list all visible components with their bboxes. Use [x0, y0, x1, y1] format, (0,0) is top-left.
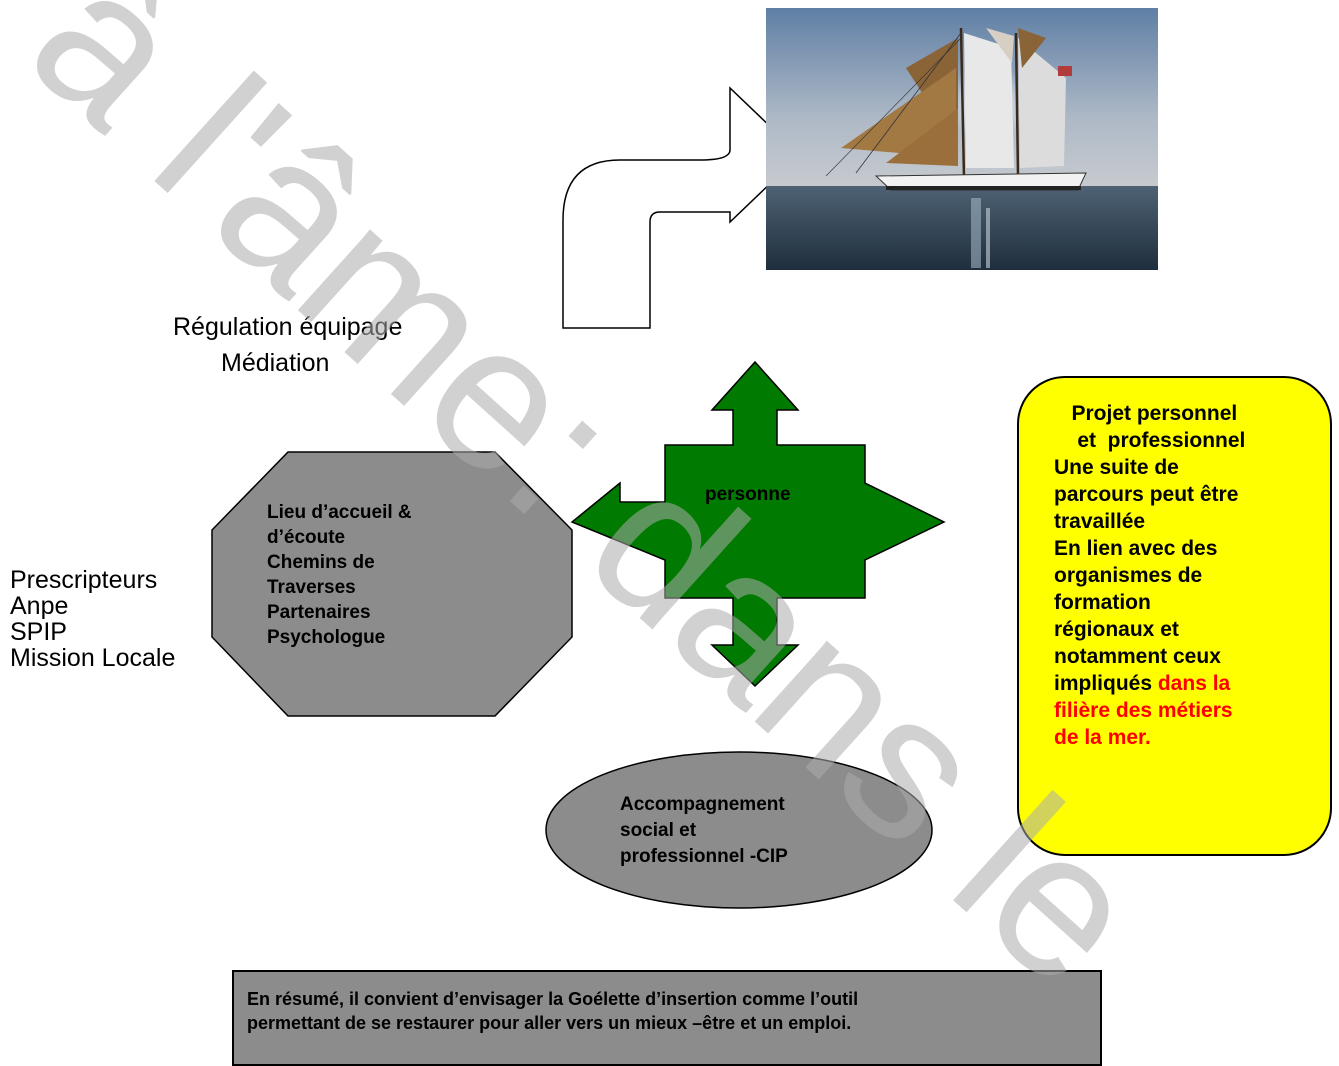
project-line: notamment ceux: [1054, 645, 1221, 668]
project-line: Projet personnel: [1054, 402, 1238, 425]
project-line-mixed: impliqués dans la: [1054, 670, 1245, 697]
prescribers-list: Prescripteurs Anpe SPIP Mission Locale: [10, 567, 175, 671]
project-line: et professionnel: [1054, 429, 1246, 452]
project-line: régionaux et: [1054, 618, 1179, 641]
project-line: travaillée: [1054, 510, 1146, 533]
summary-line: En résumé, il convient d’envisager la Go…: [247, 989, 859, 1009]
project-line: Une suite de: [1054, 456, 1179, 479]
schooner-photo: [766, 8, 1158, 270]
mediation-label: Médiation: [221, 349, 330, 377]
octagon-line: Partenaires: [267, 602, 371, 623]
prescriber-item: SPIP: [10, 618, 67, 646]
octagon-line: Psychologue: [267, 627, 386, 648]
ellipse-line: social et: [620, 820, 697, 841]
project-line: En lien avec des: [1054, 537, 1218, 560]
octagon-shape: [211, 451, 573, 717]
octagon-line: d’écoute: [267, 527, 346, 548]
prescriber-item: Prescripteurs: [10, 566, 158, 594]
bent-arrow-icon: [562, 86, 802, 329]
project-line: organismes de: [1054, 564, 1203, 587]
octagon-line: Traverses: [267, 577, 356, 598]
project-text: Projet personnel et professionnel Une su…: [1054, 400, 1245, 751]
ellipse-line: professionnel -CIP: [620, 846, 788, 867]
project-line: parcours peut être: [1054, 483, 1239, 506]
summary-line: permettant de se restaurer pour aller ve…: [247, 1013, 852, 1033]
prescriber-item: Mission Locale: [10, 644, 176, 672]
project-red-line: filière des métiers: [1054, 699, 1233, 722]
project-impliques: impliqués: [1054, 672, 1158, 695]
project-red-text: dans la: [1157, 672, 1231, 695]
octagon-text: Lieu d’accueil & d’écoute Chemins de Tra…: [267, 500, 412, 650]
ellipse-shape: [545, 751, 933, 909]
four-way-arrow-icon: [570, 360, 946, 688]
project-box: [1017, 376, 1332, 856]
prescriber-item: Anpe: [10, 592, 69, 620]
project-red-line: de la mer.: [1054, 726, 1151, 749]
octagon-line: Lieu d’accueil &: [267, 502, 412, 523]
regulation-label: Régulation équipage: [173, 313, 403, 341]
summary-text: En résumé, il convient d’envisager la Go…: [247, 987, 858, 1035]
center-label: personne: [705, 484, 791, 505]
ellipse-line: Accompagnement: [620, 794, 785, 815]
summary-box: [232, 970, 1102, 1066]
ellipse-text: Accompagnement social et professionnel -…: [620, 792, 788, 870]
project-line: formation: [1054, 591, 1151, 614]
octagon-line: Chemins de: [267, 552, 375, 573]
